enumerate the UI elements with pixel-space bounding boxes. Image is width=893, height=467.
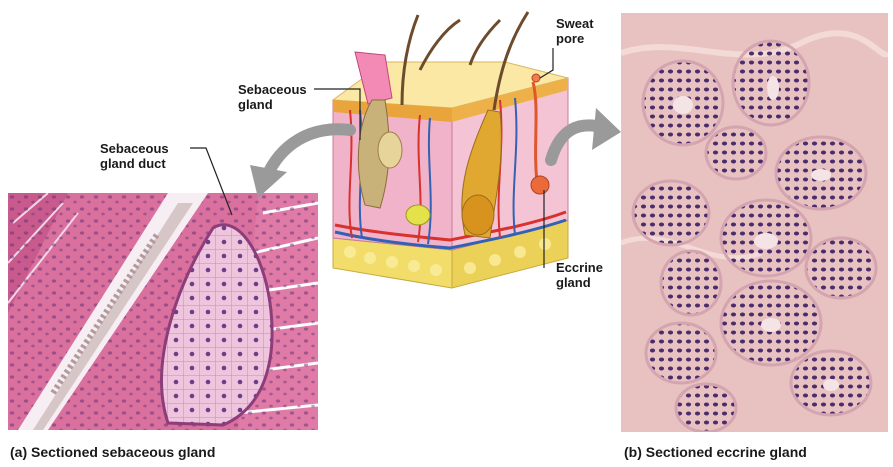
left-arrow <box>250 123 356 198</box>
eccrine-micrograph <box>621 13 888 432</box>
sebaceous-micrograph <box>8 193 318 430</box>
caption-sebaceous: (a) Sectioned sebaceous gland <box>10 444 216 460</box>
sweat-pore-label: Sweat pore <box>556 16 594 46</box>
sebaceous-gland-label: Sebaceous gland <box>238 82 307 112</box>
eccrine-gland-label: Eccrine gland <box>556 260 603 290</box>
caption-eccrine: (b) Sectioned eccrine gland <box>624 444 807 460</box>
right-arrow <box>545 108 621 166</box>
sebaceous-gland-duct-label: Sebaceous gland duct <box>100 141 169 171</box>
